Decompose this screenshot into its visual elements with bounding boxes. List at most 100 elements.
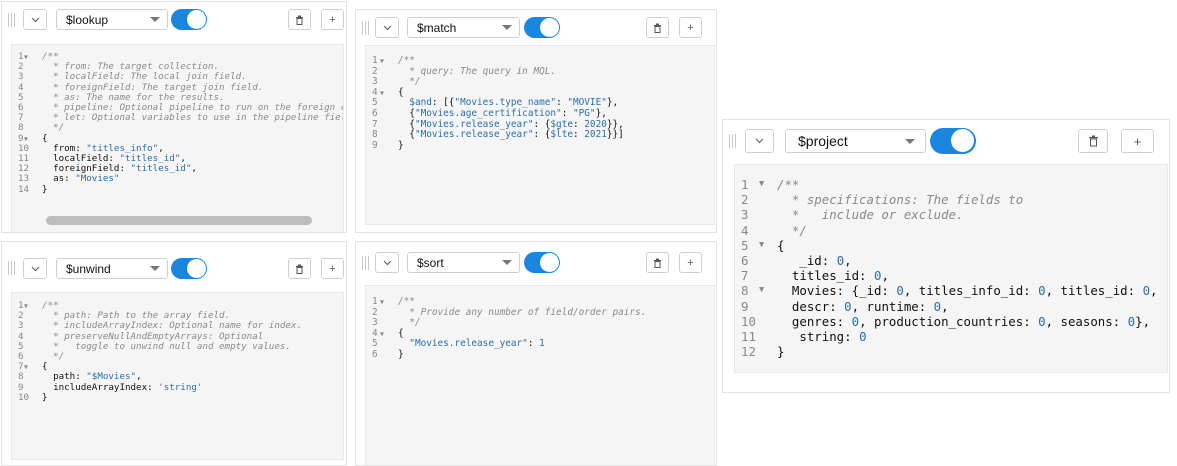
fold-toggle-icon[interactable]: ▼ (24, 134, 28, 143)
fold-toggle-icon[interactable]: ▼ (24, 363, 28, 372)
line-number: 7 (741, 268, 749, 284)
line-number: 8 (372, 129, 378, 141)
line-number: 1 (372, 55, 378, 66)
code-text: _id: 0, (777, 253, 852, 268)
code-text: /** (777, 177, 800, 192)
stage-operator-value: $lookup (66, 13, 109, 27)
stage-operator-select[interactable]: $match (407, 17, 520, 38)
delete-stage-button[interactable] (288, 9, 311, 30)
collapse-button[interactable] (745, 129, 774, 153)
code-text: localField: "titles_id", (42, 153, 186, 164)
drag-handle-icon[interactable] (729, 134, 738, 148)
code-text: * pipeline: Optional pipeline to run on … (42, 102, 344, 113)
caret-down-icon (905, 139, 915, 144)
delete-stage-button[interactable] (646, 17, 669, 38)
line-number: 5 (372, 97, 378, 109)
delete-stage-button[interactable] (646, 252, 669, 273)
line-number: 5 (18, 91, 24, 103)
caret-down-icon (502, 25, 512, 30)
line-number: 11 (741, 329, 756, 344)
line-number: 5 (18, 340, 24, 352)
stage-enabled-toggle[interactable] (524, 252, 560, 273)
code-text: { (398, 86, 404, 98)
add-stage-button[interactable]: + (321, 9, 344, 30)
line-number: 2 (741, 192, 749, 208)
delete-stage-button[interactable] (288, 258, 311, 279)
collapse-button[interactable] (375, 17, 399, 38)
stage-operator-select[interactable]: $unwind (56, 258, 168, 279)
code-text: { (777, 237, 785, 253)
fold-toggle-icon[interactable]: ▼ (380, 57, 384, 65)
code-editor[interactable]: 1▼/**2 * path: Path to the array field.3… (11, 292, 344, 460)
add-stage-button[interactable]: + (321, 258, 344, 279)
chevron-down-icon (383, 260, 391, 265)
stage-enabled-toggle[interactable] (171, 258, 207, 279)
fold-toggle-icon[interactable]: ▼ (380, 298, 384, 306)
delete-stage-button[interactable] (1078, 129, 1108, 153)
stage-enabled-toggle[interactable] (930, 128, 976, 154)
horizontal-scrollbar[interactable] (46, 216, 312, 225)
collapse-button[interactable] (23, 258, 47, 279)
line-number: 7 (372, 118, 378, 130)
fold-toggle-icon[interactable]: ▼ (24, 302, 28, 310)
fold-toggle-icon[interactable]: ▼ (759, 239, 765, 250)
collapse-button[interactable] (375, 252, 399, 273)
line-number: 12 (18, 163, 30, 175)
code-text: * localField: The local join field. (42, 71, 247, 83)
stage-card-project: $project + 1▼/**2 * specifications: The … (722, 119, 1170, 393)
line-number: 7 (18, 112, 24, 124)
stage-enabled-toggle[interactable] (524, 17, 560, 38)
line-number: 6 (741, 253, 749, 268)
code-editor[interactable]: 1▼/**2 * Provide any number of field/ord… (365, 285, 715, 465)
code-editor[interactable]: 1▼/**2 * query: The query in MQL.3 */4▼{… (365, 45, 715, 225)
stage-operator-select[interactable]: $sort (407, 252, 520, 273)
line-number: 4 (18, 330, 24, 342)
chevron-down-icon (31, 266, 39, 271)
code-text: /** (398, 55, 415, 66)
stage-header: $match + (356, 10, 716, 46)
fold-toggle-icon[interactable]: ▼ (24, 53, 28, 61)
toggle-knob (187, 10, 206, 29)
stage-operator-value: $match (417, 21, 457, 35)
trash-icon (296, 264, 303, 274)
line-number: 1 (18, 51, 24, 62)
line-number: 3 (741, 207, 749, 223)
fold-toggle-icon[interactable]: ▼ (759, 179, 765, 189)
line-number: 8 (741, 283, 749, 299)
stage-header: $lookup + (2, 2, 346, 38)
drag-handle-icon[interactable] (362, 21, 371, 35)
stage-header: $unwind + (2, 242, 346, 279)
line-number: 4 (18, 81, 24, 93)
drag-handle-icon[interactable] (8, 13, 17, 27)
line-number: 1 (741, 177, 749, 192)
code-text: * includeArrayIndex: Optional name for i… (42, 320, 302, 332)
code-text: } (398, 139, 404, 151)
fold-toggle-icon[interactable]: ▼ (380, 329, 384, 338)
fold-toggle-icon[interactable]: ▼ (759, 285, 765, 296)
trash-icon (1088, 135, 1098, 147)
collapse-button[interactable] (23, 9, 47, 30)
drag-handle-icon[interactable] (362, 256, 371, 270)
line-number: 14 (18, 183, 30, 195)
stage-enabled-toggle[interactable] (171, 9, 207, 30)
line-number: 13 (18, 173, 30, 185)
code-text: /** (42, 300, 59, 311)
line-number: 10 (18, 142, 30, 154)
plus-icon: + (687, 21, 694, 34)
line-number: 3 (18, 71, 24, 83)
stage-operator-select[interactable]: $project (785, 129, 926, 153)
add-stage-button[interactable]: + (1121, 129, 1154, 153)
line-number: 8 (18, 122, 24, 134)
add-stage-button[interactable]: + (679, 17, 702, 38)
code-text: * foreignField: The target join field. (42, 81, 264, 93)
drag-handle-icon[interactable] (8, 261, 17, 275)
stage-operator-select[interactable]: $lookup (56, 9, 168, 30)
plus-icon: + (687, 256, 694, 269)
code-editor[interactable]: 1▼/**2 * from: The target collection.3 *… (11, 44, 344, 232)
stage-card-lookup: $lookup + 1▼/**2 * from: The target coll… (1, 1, 347, 233)
line-number: 1 (18, 300, 24, 311)
add-stage-button[interactable]: + (679, 252, 702, 273)
fold-toggle-icon[interactable]: ▼ (380, 88, 384, 97)
line-number: 4 (372, 86, 378, 98)
